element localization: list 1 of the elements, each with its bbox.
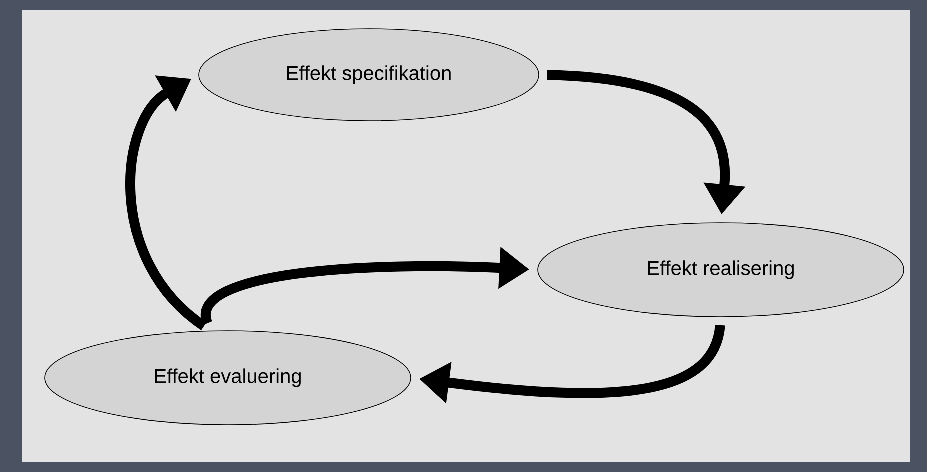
arrow	[126, 76, 208, 330]
